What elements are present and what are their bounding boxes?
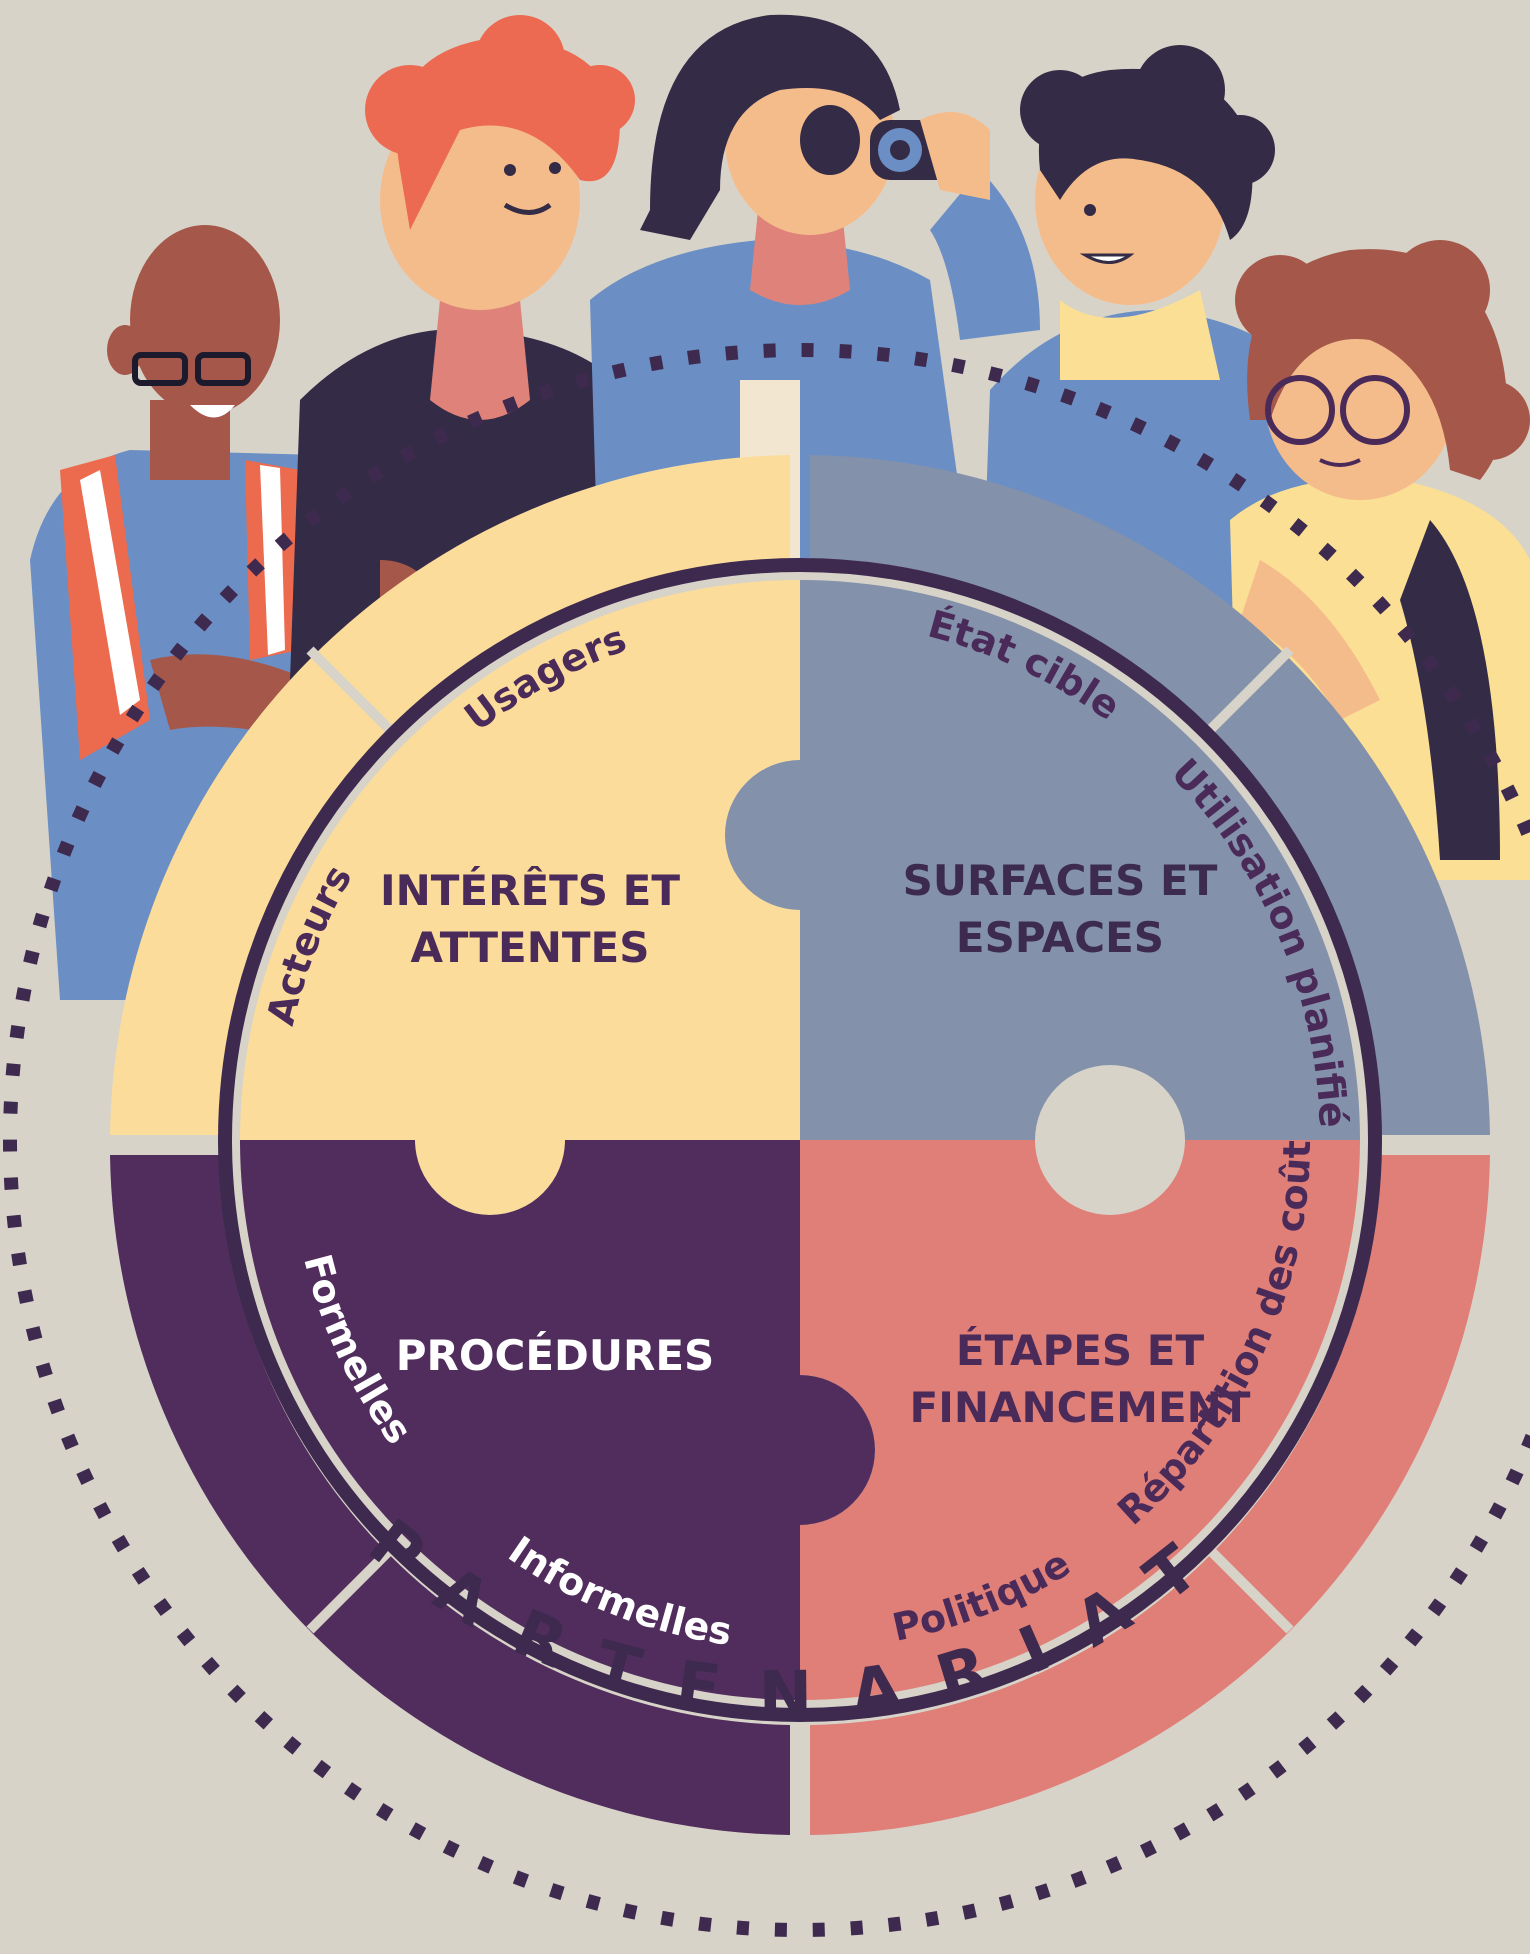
ring-segment-blue [810,455,1490,1135]
ring-segment-purple [110,1155,790,1835]
glasses-icon [132,352,188,386]
quadrant-title-etapes-line2: FINANCEMENT [910,1383,1251,1432]
quadrant-title-surfaces-line2: ESPACES [956,913,1164,962]
puzzle [240,580,1360,1700]
worker-figure [30,225,380,1000]
puzzle-piece-surfaces [725,580,1360,1140]
quadrant-title-etapes-line1: ÉTAPES ET [956,1325,1205,1375]
dotted-partnership-circle [3,343,1530,1937]
quadrant-title-interets-line1: INTÉRÊTS ET [380,865,680,915]
quadrant-title-interets-line2: ATTENTES [411,923,650,972]
puzzle-piece-procedures [240,1140,875,1700]
red-haired-figure [290,15,660,680]
ring-segment-salmon [810,1155,1490,1835]
puzzle-piece-etapes [800,1140,1360,1700]
puzzle-piece-interets [240,580,800,1215]
ring-segment-yellow [110,455,790,1135]
quadrant-title-surfaces-line1: SURFACES ET [903,856,1218,905]
quadrant-title-procedures: PROCÉDURES [396,1330,715,1380]
